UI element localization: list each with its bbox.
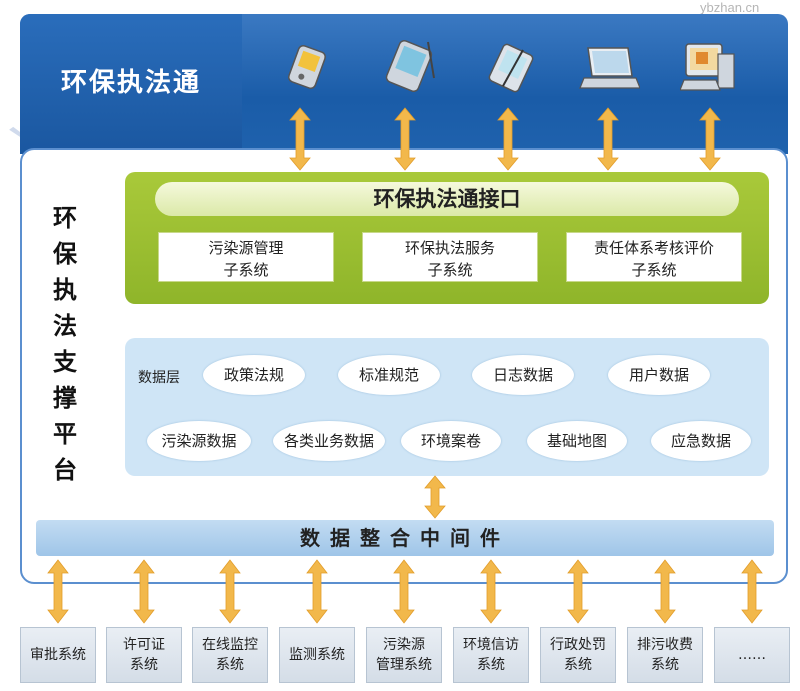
app-title-box xyxy=(20,14,242,154)
double-arrow xyxy=(306,559,328,624)
system-line: 环境信访 xyxy=(463,637,519,653)
subsystem-line: 责任体系考核评价 xyxy=(593,239,714,257)
subsystem-responsibility-evaluation: 责任体系考核评价 子系统 xyxy=(566,232,742,282)
subsystem-line: 环保执法服务 xyxy=(404,239,495,257)
system-line: 系统 xyxy=(651,657,679,673)
data-item: 基础地图 xyxy=(527,421,627,461)
system-line: 系统 xyxy=(477,657,505,673)
system-box: 监测系统 xyxy=(279,627,355,683)
data-item: 污染源数据 xyxy=(147,421,251,461)
subsystem-pollution-source: 污染源管理 子系统 xyxy=(158,232,334,282)
desktop-computer-icon xyxy=(680,43,735,91)
double-arrow xyxy=(654,559,676,624)
system-box: 排污收费系统 xyxy=(627,627,703,683)
double-arrow xyxy=(567,559,589,624)
data-item: 用户数据 xyxy=(608,355,710,395)
system-box: 行政处罚系统 xyxy=(540,627,616,683)
double-arrow xyxy=(393,559,415,624)
data-item: 环境案卷 xyxy=(401,421,501,461)
laptop-icon xyxy=(579,47,640,89)
double-arrow xyxy=(741,559,763,624)
subsystem-line: 子系统 xyxy=(427,261,473,279)
system-box: 审批系统 xyxy=(20,627,96,683)
subsystem-line: 子系统 xyxy=(631,261,677,279)
subsystem-line: 子系统 xyxy=(223,261,269,279)
platform-title-char: 撑 xyxy=(53,384,77,412)
data-item: 各类业务数据 xyxy=(273,421,385,461)
system-line: 系统 xyxy=(216,657,244,673)
system-line: 污染源 xyxy=(383,637,425,653)
data-item: 日志数据 xyxy=(472,355,574,395)
double-arrow xyxy=(597,107,619,171)
platform-title-char: 支 xyxy=(53,348,77,376)
platform-vertical-title: 环 保 执 法 支 撑 平 台 xyxy=(40,200,90,488)
double-arrow xyxy=(699,107,721,171)
data-layer-label: 数据层 xyxy=(138,370,180,386)
system-line: 在线监控 xyxy=(202,637,258,653)
platform-title-char: 执 xyxy=(53,276,77,304)
double-arrow xyxy=(480,559,502,624)
tablet-icon xyxy=(385,39,435,93)
platform-title-char: 台 xyxy=(53,456,77,484)
double-arrow xyxy=(47,559,69,624)
double-arrow xyxy=(219,559,241,624)
data-item: 政策法规 xyxy=(203,355,305,395)
watermark-top-right: ybzhan.cn xyxy=(700,0,760,15)
system-line: 系统 xyxy=(130,657,158,673)
system-line: 排污收费 xyxy=(637,637,693,653)
system-line: 管理系统 xyxy=(376,657,432,673)
double-arrow xyxy=(133,559,155,624)
handheld-pen-icon xyxy=(488,43,534,93)
double-arrow xyxy=(497,107,519,171)
system-box: …… xyxy=(714,627,790,683)
middleware-bar: 数据整合中间件 xyxy=(36,520,774,556)
double-arrow xyxy=(424,475,446,519)
system-line: 许可证 xyxy=(123,637,165,653)
interface-title: 环保执法通接口 xyxy=(155,182,739,216)
system-line: 监测系统 xyxy=(289,647,345,663)
platform-title-char: 法 xyxy=(53,312,77,340)
system-line: 系统 xyxy=(564,657,592,673)
system-box: 在线监控系统 xyxy=(192,627,268,683)
double-arrow xyxy=(394,107,416,171)
system-line: …… xyxy=(738,647,766,663)
platform-title-char: 平 xyxy=(53,420,77,448)
subsystem-enforcement-service: 环保执法服务 子系统 xyxy=(362,232,538,282)
pda-icon xyxy=(288,45,326,89)
data-item: 应急数据 xyxy=(651,421,751,461)
double-arrow xyxy=(289,107,311,171)
system-box: 环境信访系统 xyxy=(453,627,529,683)
platform-title-char: 环 xyxy=(53,204,77,232)
system-box: 污染源管理系统 xyxy=(366,627,442,683)
app-title: 环保执法通 xyxy=(60,68,201,98)
system-line: 审批系统 xyxy=(30,647,86,663)
data-item: 标准规范 xyxy=(338,355,440,395)
subsystem-line: 污染源管理 xyxy=(208,239,284,257)
platform-title-char: 保 xyxy=(53,240,77,268)
system-line: 行政处罚 xyxy=(550,637,606,653)
system-box: 许可证系统 xyxy=(106,627,182,683)
